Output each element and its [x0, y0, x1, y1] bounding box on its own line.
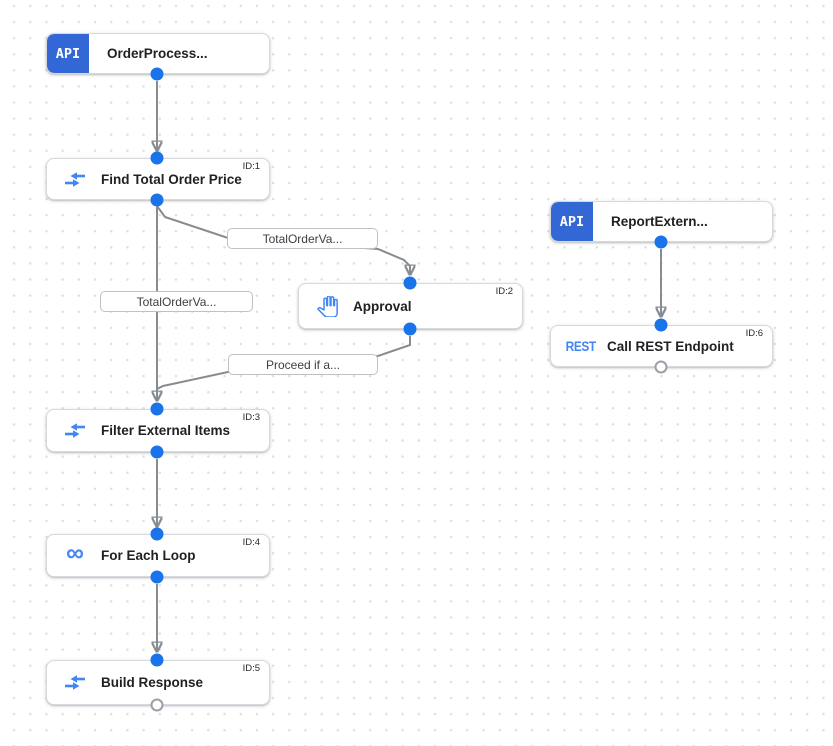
connector-dot[interactable] [150, 445, 164, 459]
edge-label-text: TotalOrderVa... [136, 294, 217, 309]
node-id-badge: ID:3 [242, 412, 260, 423]
task-node-filter-external-items[interactable]: Filter External Items ID:3 [46, 409, 270, 452]
rest-icon: REST [565, 338, 597, 354]
connector-dot[interactable] [150, 67, 164, 81]
connector-dot[interactable] [654, 235, 668, 249]
node-id-badge: ID:6 [745, 328, 763, 339]
connector-dot[interactable] [150, 527, 164, 541]
edge-label[interactable]: TotalOrderVa... [100, 291, 253, 312]
node-id-badge: ID:5 [242, 663, 260, 674]
edge-label[interactable]: Proceed if a... [228, 354, 378, 375]
api-trigger-icon: API [551, 202, 593, 241]
data-mapping-icon [62, 674, 88, 691]
connector-dot[interactable] [403, 276, 417, 290]
data-mapping-icon [62, 422, 88, 439]
node-id-badge: ID:1 [242, 161, 260, 172]
connector-dot[interactable] [150, 402, 164, 416]
node-title: Filter External Items [101, 423, 231, 438]
connector-dot[interactable] [150, 653, 164, 667]
open-connector-port[interactable] [150, 698, 164, 712]
open-connector-port[interactable] [654, 360, 668, 374]
data-mapping-icon [62, 171, 88, 188]
node-title: OrderProcess... [107, 46, 208, 61]
task-node-approval[interactable]: Approval ID:2 [298, 283, 523, 329]
edge-findtotal-to-approval[interactable] [156, 205, 410, 274]
edge-label-text: TotalOrderVa... [262, 231, 343, 246]
edge-label-text: Proceed if a... [265, 357, 341, 372]
node-id-badge: ID:4 [242, 537, 260, 548]
trigger-node-orderprocess[interactable]: API OrderProcess... [46, 33, 270, 74]
node-title: Build Response [101, 675, 204, 690]
connector-dot[interactable] [150, 151, 164, 165]
node-title: Find Total Order Price [101, 171, 242, 187]
connector-dot[interactable] [403, 322, 417, 336]
connector-dot[interactable] [150, 570, 164, 584]
for-each-loop-icon: ∞ [66, 539, 84, 567]
node-title: Call REST Endpoint [607, 338, 734, 354]
connector-dot[interactable] [150, 193, 164, 207]
node-title: Approval [353, 298, 412, 314]
node-id-badge: ID:2 [495, 286, 513, 297]
edge-label[interactable]: TotalOrderVa... [227, 228, 378, 249]
node-title: For Each Loop [101, 548, 196, 563]
trigger-node-reportextern[interactable]: API ReportExtern... [550, 201, 773, 242]
node-title: ReportExtern... [611, 214, 708, 229]
api-trigger-icon: API [47, 34, 89, 73]
connector-dot[interactable] [654, 318, 668, 332]
approval-hand-icon [314, 295, 340, 317]
